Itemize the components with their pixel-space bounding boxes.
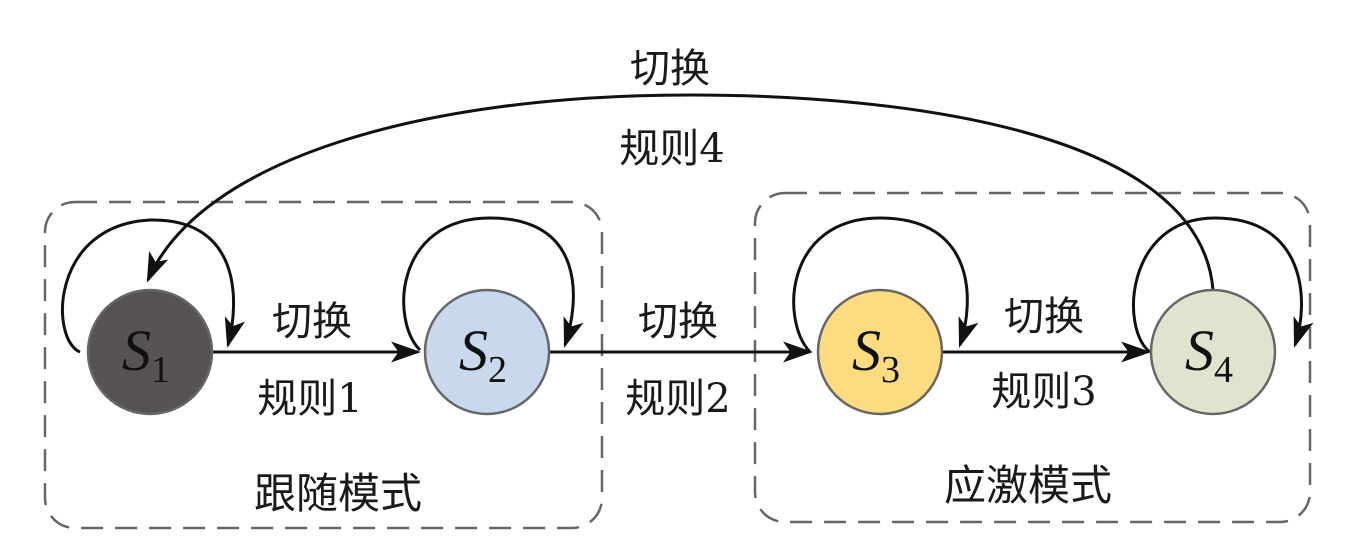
edge-label-bottom-4: 规则4 (619, 126, 724, 172)
state-s2: S2 (423, 288, 551, 416)
state-label: S1 (122, 318, 170, 391)
edge-s4-s1 (146, 93, 1215, 291)
edge-label-top-1: 切换 (272, 299, 352, 345)
state-s1: S1 (86, 288, 214, 416)
self-loop-s2 (402, 216, 584, 352)
edge-label-bottom-2: 规则2 (625, 376, 730, 422)
self-loop-s1 (61, 218, 246, 354)
state-s3: S3 (816, 288, 944, 416)
state-label: S3 (852, 318, 900, 391)
edge-label-top-2: 切换 (638, 299, 718, 345)
self-loop-s3 (792, 216, 979, 354)
state-circle (1149, 288, 1277, 416)
mode-label-follow: 跟随模式 (254, 469, 422, 518)
state-label: S4 (1185, 318, 1233, 391)
edge-label-top-4: 切换 (630, 46, 710, 92)
state-s4: S4 (1149, 288, 1277, 416)
mode-label-stress: 应激模式 (944, 461, 1112, 510)
edge-label-top-3: 切换 (1004, 294, 1084, 340)
self-loop-s4 (1132, 216, 1314, 354)
state-label: S2 (459, 318, 507, 391)
mode-box-follow (43, 200, 604, 530)
state-circle (86, 288, 214, 416)
edge-label-bottom-1: 规则1 (257, 376, 362, 422)
state-circle (423, 288, 551, 416)
state-circle (816, 288, 944, 416)
edge-label-bottom-3: 规则3 (991, 369, 1096, 415)
mode-box-stress (753, 191, 1312, 524)
